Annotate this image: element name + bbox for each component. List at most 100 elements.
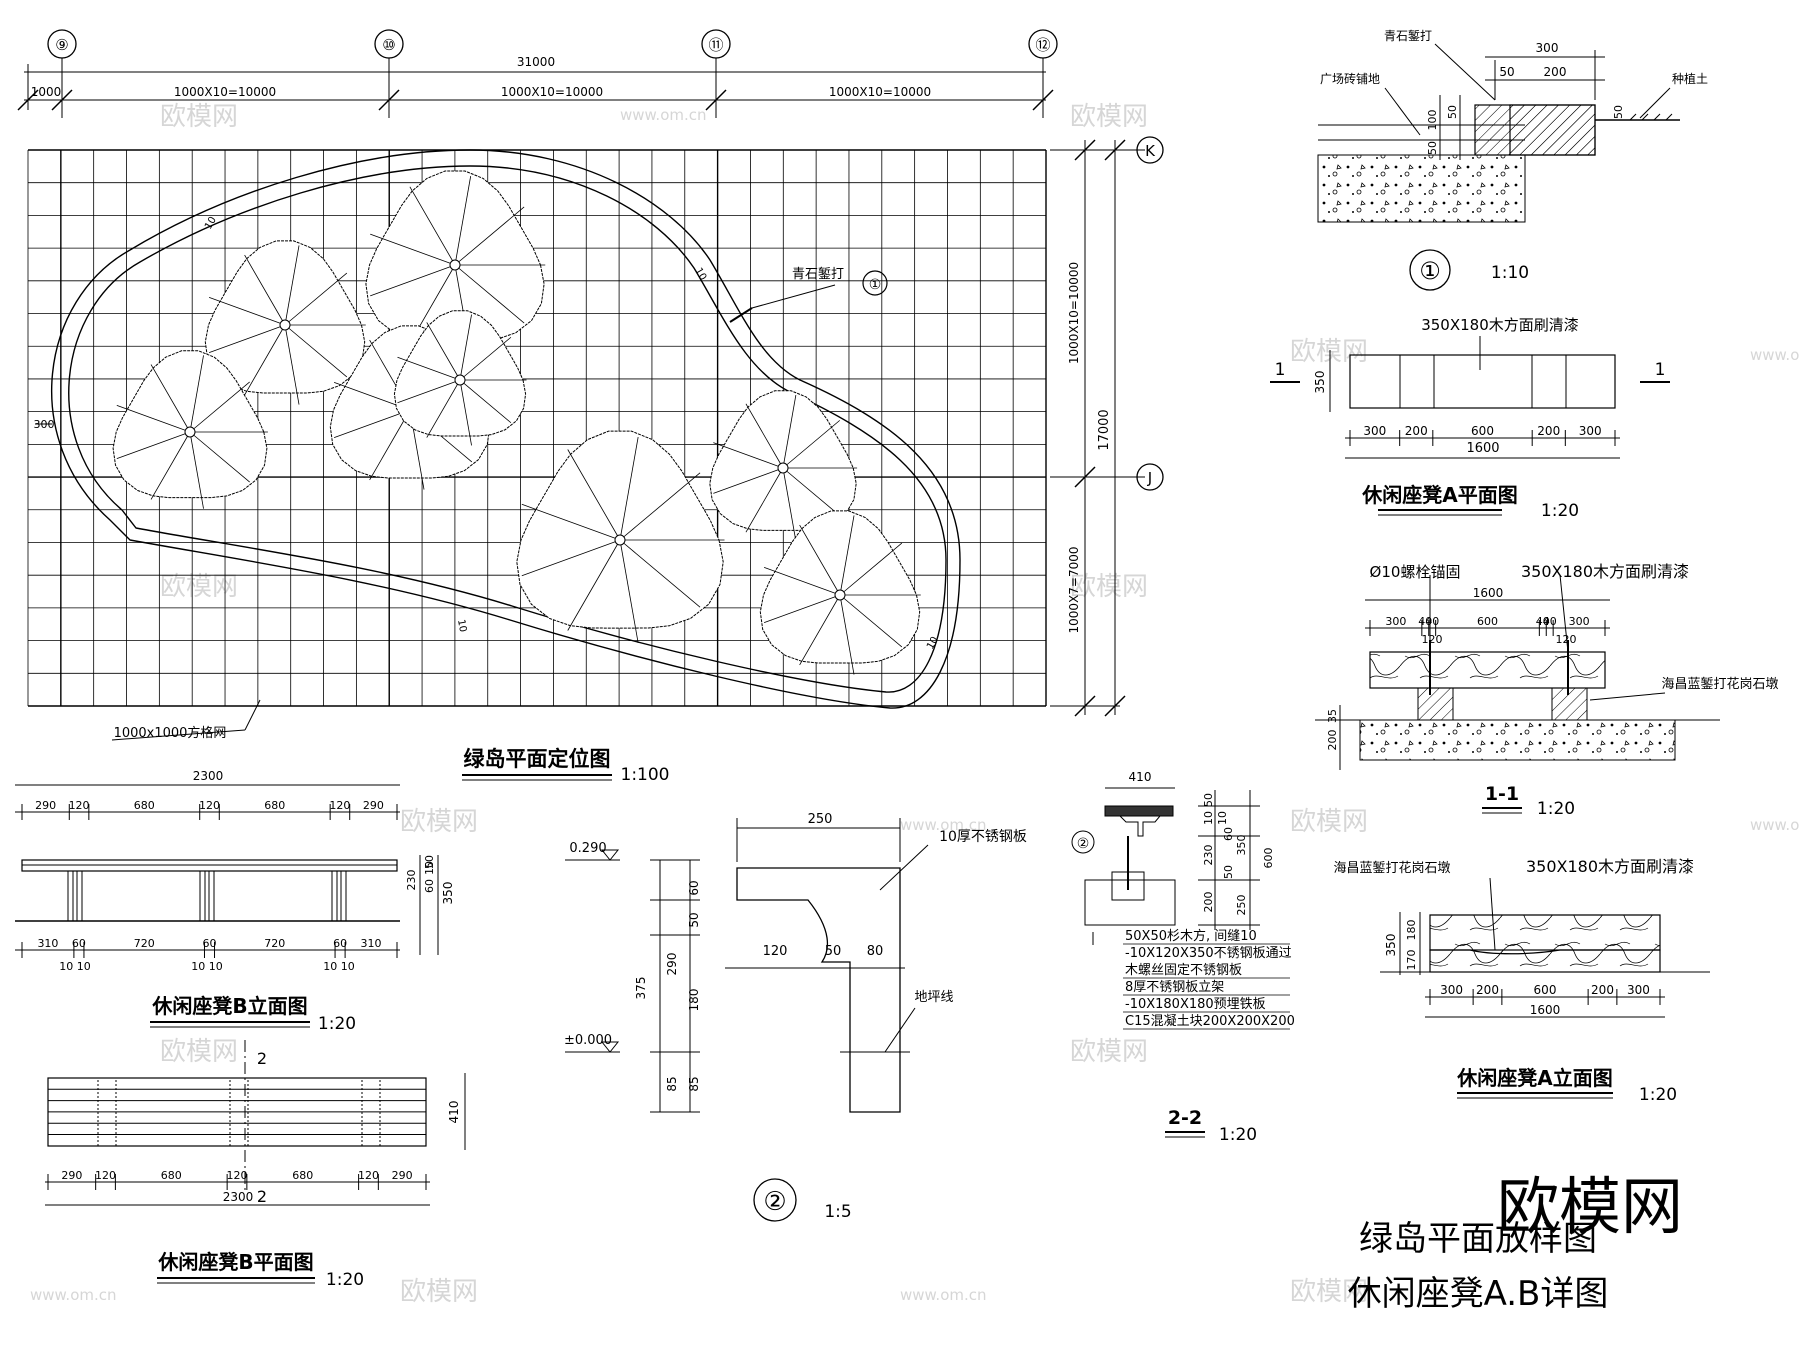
benchA-elev-wood: 350X180木方面刷清漆 [1526,857,1694,876]
note-line: C15混凝土块200X200X200 [1125,1013,1295,1029]
s22-v10a: 10 [1202,811,1215,825]
axis-12: ⑫ [1035,36,1050,54]
axis-header: ⑨ ⑩ ⑪ ⑫ 31000 1000 1000X10=10000 1000X10… [17,29,1058,118]
benchA-elev-h170: 170 [1405,950,1418,971]
benchA-elev-scale: 1:20 [1639,1085,1677,1105]
dim-value: 120 [95,1169,116,1182]
s11-title: 1-1 [1485,783,1519,805]
plan-dim-first: 1000 [31,85,62,99]
edge-label: 青石錾打 [792,266,844,282]
d2-v60: 60 [687,880,701,895]
note-line: 木螺丝固定不锈钢板 [1125,963,1242,978]
dim-value: 60 [72,937,86,950]
tree-symbol [112,350,268,509]
dim-value: 120 [199,799,220,812]
d2-v375: 375 [634,977,648,1000]
s22-v600: 600 [1262,848,1275,869]
dim-value: 300 [1579,424,1602,438]
benchB-elev-v10: 10 [423,861,436,875]
s11-wood: 350X180木方面刷清漆 [1521,562,1689,581]
watermark: 欧模网 [1070,102,1148,132]
dim-sub: 120 [1556,633,1577,646]
d2-plate: 10厚不锈钢板 [939,829,1027,845]
dim-value: 300 [1569,615,1590,628]
note-line: 8厚不锈钢板立架 [1125,980,1224,995]
dim-value: 290 [363,799,384,812]
benchB-plan-slats [48,1088,426,1135]
dim-value: 60 [333,937,347,950]
note-line: 50X50杉木方, 间缝10 [1125,928,1257,944]
note-line: -10X120X350不锈钢板通过 [1125,946,1292,961]
watermark-url: www.om.cn [30,1286,117,1304]
d2-v50: 50 [687,912,701,927]
d2-dim-50: 50 [825,944,842,959]
plan-dim-300: 300 [34,418,55,431]
dim-value: 680 [264,799,285,812]
dim-value: 200 [1591,983,1614,997]
s22-top: 410 [1129,770,1152,784]
dim-value: 300 [1385,615,1406,628]
dim-value: 290 [392,1169,413,1182]
plan-dim-seg-1: 1000X10=10000 [174,85,276,99]
benchA-elev-total: 1600 [1530,1003,1561,1017]
d2-dim-top: 250 [808,812,833,827]
benchB-elev-v230: 230 [405,870,418,891]
dim-value: 600 [1534,983,1557,997]
watermark: 欧模网 [400,1277,478,1307]
benchB-plan-total: 2300 [223,1190,254,1204]
curb-dim-50: 50 [1499,65,1514,79]
watermark: 欧模网 [400,807,478,837]
s22-scale: 1:20 [1219,1125,1257,1145]
watermark: 欧模网 [1070,1037,1148,1067]
d2-level-zero: ±0.000 [564,1033,612,1048]
benchA-section-mark-right: 1 [1655,360,1666,380]
plan-title: 绿岛平面定位图 [464,747,611,771]
curb-vdim-50c: 50 [1612,105,1625,119]
s22-v60: 60 [1222,827,1235,841]
dim-value: 720 [134,937,155,950]
dim-value: 120 [358,1169,379,1182]
dim-value: 310 [361,937,382,950]
benchB-plan-scale: 1:20 [326,1270,364,1290]
edge-ref: ① [869,277,882,293]
dim-value: 120 [329,799,350,812]
benchA-plan-height: 350 [1313,371,1327,394]
curb-label-paving: 广场砖铺地 [1320,71,1380,86]
note-line: -10X180X180预埋铁板 [1125,997,1266,1012]
dim-value: 200 [1537,424,1560,438]
curb-scale: 1:10 [1491,263,1529,283]
path-mark-3: 10 [455,619,468,633]
watermark: 欧模网 [160,1037,238,1067]
dim-sub: 10 10 [59,960,91,973]
dim-value: 600 [1471,424,1494,438]
benchA-section-mark-left: 1 [1275,360,1286,380]
tree-symbol [516,430,725,643]
sheet-title-2: 休闲座凳A.B详图 [1348,1274,1609,1314]
dim-value: 680 [134,799,155,812]
watermark-url: www.om.cn [620,106,707,124]
dim-sub: 120 [1422,633,1443,646]
grid-label: 1000x1000方格网 [114,725,227,741]
benchA-elev-h350: 350 [1384,934,1398,957]
watermark-url: www.om.cn [900,1286,987,1304]
dim-value: 290 [61,1169,82,1182]
dim-value: 60 [203,937,217,950]
sheet-title: 欧模网 绿岛平面放样图 休闲座凳A.B详图 [1348,1170,1683,1314]
s11-scale: 1:20 [1537,799,1575,819]
curb-vdim-50b: 50 [1426,141,1439,155]
benchA-elev-stone: 海昌蓝錾打花岗石墩 [1333,860,1450,876]
benchB-elev-title: 休闲座凳B立面图 [151,994,307,1018]
benchA-plan-title: 休闲座凳A平面图 [1361,483,1517,507]
plan-right-dims: K J 1000X10=10000 17000 1000X7=7000 [1050,136,1164,717]
dim-value: 200 [1405,424,1428,438]
curb-dim-300: 300 [1536,41,1559,55]
s22-v50a: 50 [1202,793,1215,807]
s22-v230: 230 [1202,845,1215,866]
benchB-elev-total: 2300 [193,769,224,783]
logo: 欧模网 [1497,1170,1683,1243]
